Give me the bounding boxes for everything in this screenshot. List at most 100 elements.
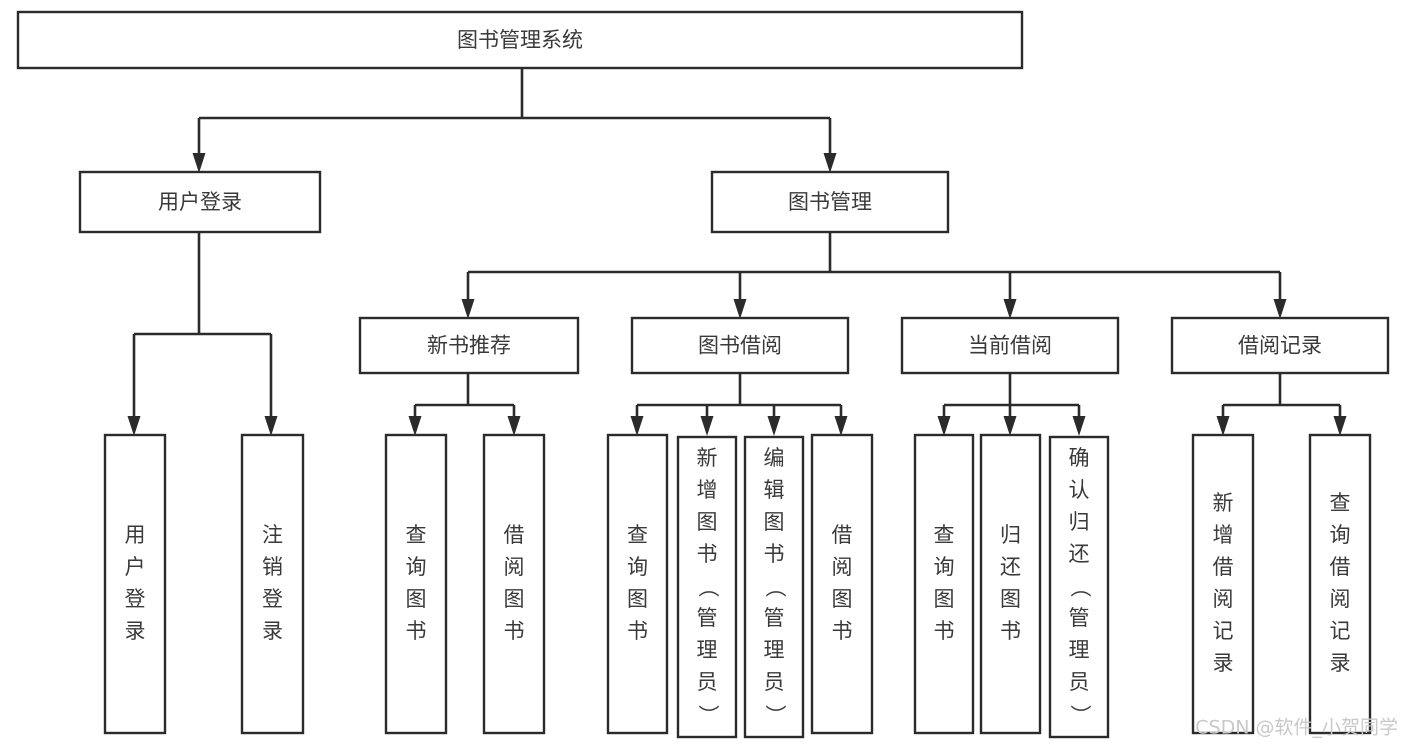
label-char: 书 [504, 619, 525, 643]
node-box-leaf-add-book[interactable] [676, 435, 738, 739]
label-char: 记 [1330, 619, 1351, 643]
label-char: 书 [764, 542, 785, 566]
node-label-user-login: 用户登录 [158, 190, 242, 214]
label-char: 查 [627, 523, 648, 547]
label-char: 图 [1000, 587, 1021, 611]
label-char: 借 [832, 523, 853, 547]
connector-group-currentborrow-to-leaves [937, 373, 1086, 436]
node-box-leaf-logout[interactable] [240, 433, 305, 735]
node-box-leaf-user-login[interactable] [103, 433, 167, 735]
label-char: 书 [934, 619, 955, 643]
label-char: 书 [697, 542, 718, 566]
node-box-leaf-query-book-3[interactable] [913, 433, 975, 735]
label-char: 书 [832, 619, 853, 643]
node-box-leaf-confirm-return[interactable] [1048, 435, 1110, 739]
node-box-new-book-rec[interactable] [358, 316, 580, 375]
node-new-book-rec[interactable]: 新书推荐 [358, 316, 580, 375]
node-box-leaf-query-record[interactable] [1308, 433, 1372, 735]
node-box-leaf-add-record[interactable] [1191, 433, 1255, 735]
label-char: 询 [934, 555, 955, 579]
arrow-head-icon [1003, 299, 1017, 319]
node-box-leaf-edit-book[interactable] [743, 435, 805, 739]
label-char: 书 [627, 619, 648, 643]
label-char: 归 [1000, 523, 1021, 547]
node-box-leaf-query-book-2[interactable] [606, 433, 669, 735]
node-leaf-user-login[interactable]: 用户登录 [103, 433, 167, 735]
arrow-head-icon [937, 416, 951, 436]
label-char: 员 [697, 670, 718, 694]
label-char: 增 [1213, 523, 1234, 547]
arrow-head-icon [408, 416, 422, 436]
node-book-manage[interactable]: 图书管理 [710, 170, 950, 234]
node-box-current-borrow[interactable] [900, 316, 1120, 375]
arrow-head-icon [1333, 416, 1347, 436]
connector-group-userlogin-to-leaves [127, 232, 278, 436]
arrow-head-icon [823, 153, 837, 173]
node-layer: 图书管理系统用户登录图书管理新书推荐图书借阅当前借阅借阅记录用户登录注销登录查询… [16, 10, 1390, 739]
node-label-root: 图书管理系统 [457, 28, 583, 52]
node-user-login[interactable]: 用户登录 [78, 170, 322, 234]
arrow-head-icon [1216, 416, 1230, 436]
label-char: 图 [934, 587, 955, 611]
node-box-borrow-record[interactable] [1170, 316, 1390, 375]
node-box-leaf-borrow-book-2[interactable] [810, 433, 874, 735]
arrow-head-icon [1072, 416, 1086, 436]
label-char: 新 [1213, 491, 1234, 515]
arrow-head-icon [192, 153, 206, 173]
node-box-root[interactable] [16, 10, 1024, 70]
connector-group-newbook-to-leaves [408, 373, 521, 436]
label-char: 图 [832, 587, 853, 611]
connector-group-borrowrecord-to-leaves [1216, 373, 1347, 436]
node-current-borrow[interactable]: 当前借阅 [900, 316, 1120, 375]
csdn-watermark: CSDN @软件_小贺同学 [1195, 717, 1398, 739]
label-char: 询 [1330, 523, 1351, 547]
node-box-book-borrow[interactable] [630, 316, 850, 375]
node-box-leaf-query-book-1[interactable] [384, 433, 448, 735]
node-box-user-login[interactable] [78, 170, 322, 234]
node-box-book-manage[interactable] [710, 170, 950, 234]
node-box-leaf-return-book[interactable] [979, 433, 1042, 735]
label-char: ） [696, 705, 720, 726]
label-char: 还 [1000, 555, 1021, 579]
label-char: 借 [1330, 555, 1351, 579]
label-char: 书 [1000, 619, 1021, 643]
label-char: 录 [1330, 651, 1351, 675]
node-label-book-borrow: 图书借阅 [698, 334, 782, 358]
connector-layer [127, 68, 1347, 436]
label-char: 借 [1213, 555, 1234, 579]
label-char: 理 [697, 638, 718, 662]
label-char: 记 [1213, 619, 1234, 643]
label-char: 销 [262, 555, 283, 579]
node-label-new-book-rec: 新书推荐 [427, 334, 511, 358]
node-root[interactable]: 图书管理系统 [16, 10, 1024, 70]
label-char: 管 [1069, 606, 1090, 630]
label-char: ） [1068, 705, 1092, 726]
node-box-leaf-borrow-book-1[interactable] [482, 433, 546, 735]
label-char: 书 [406, 619, 427, 643]
node-book-borrow[interactable]: 图书借阅 [630, 316, 850, 375]
node-borrow-record[interactable]: 借阅记录 [1170, 316, 1390, 375]
